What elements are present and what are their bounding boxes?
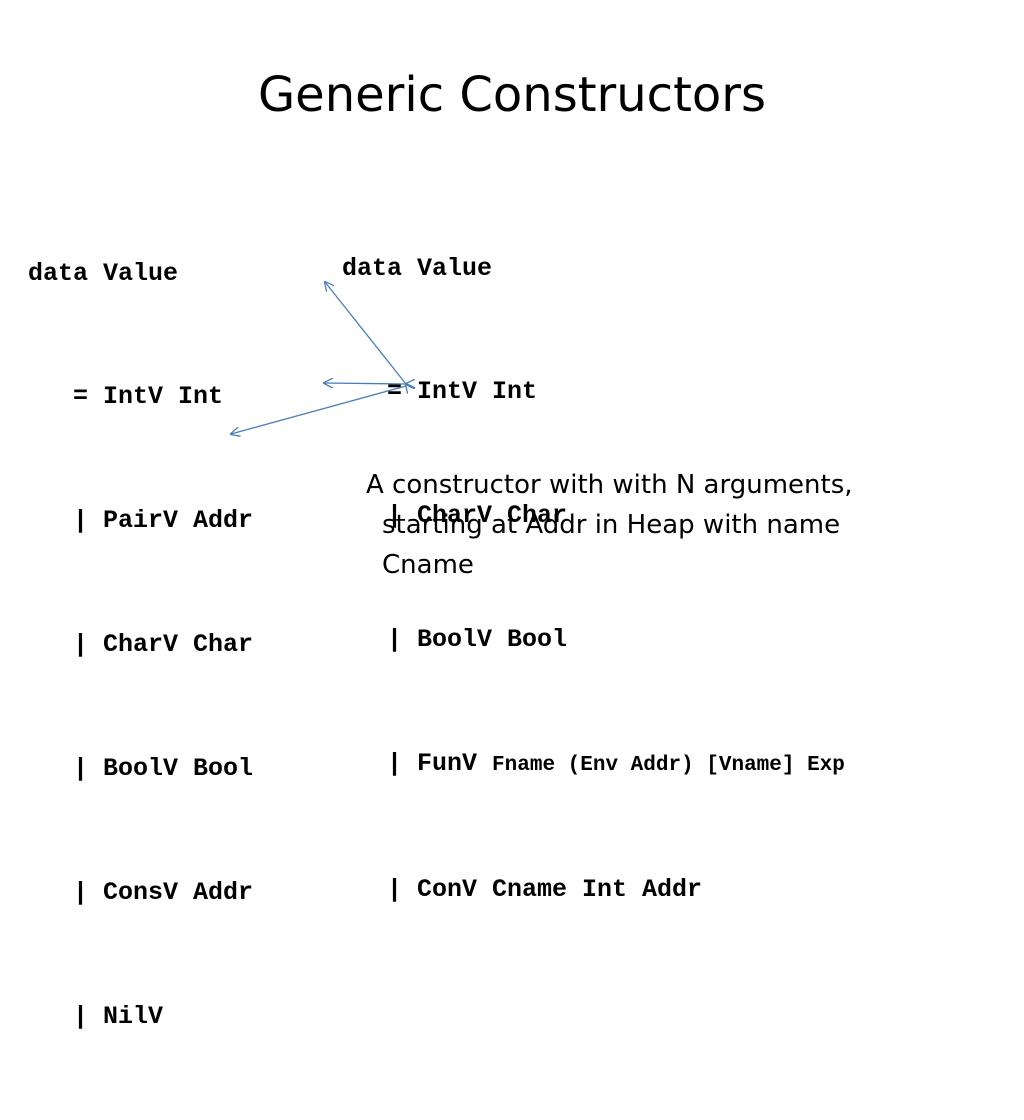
slide-title: Generic Constructors [257, 67, 766, 123]
left-data-declaration: data Value = IntV Int | PairV Addr | Cha… [28, 170, 253, 1120]
code-line: | NilV [28, 1001, 164, 1031]
code-line-rest: Fname (Env Addr) [Vname] Exp [492, 754, 845, 778]
note-line: A constructor with with N arguments, [366, 470, 853, 500]
code-line: data Value [342, 253, 493, 283]
note-line: starting at Addr in Heap with name [382, 510, 841, 540]
code-line: | CharV Char [28, 630, 254, 660]
code-line: = IntV Int [342, 377, 538, 407]
code-line-prefix: | FunV [342, 749, 493, 779]
code-line-funv: | FunV Fname (Env Addr) [Vname] Exp [342, 743, 845, 786]
code-line: | BoolV Bool [28, 754, 254, 784]
explanation-note: A constructor with with N arguments, sta… [366, 465, 966, 585]
code-line: | CharV Char [342, 501, 568, 531]
code-line: = IntV Int [28, 382, 224, 412]
code-line: | BoolV Bool [342, 625, 568, 655]
code-line: | ConV Cname Int Addr [342, 875, 703, 905]
code-line: | ConsV Addr [28, 878, 254, 908]
slide: Generic Constructors data Value = IntV I… [28, 67, 966, 1031]
code-line: data Value [28, 258, 179, 288]
note-line: Cname [382, 550, 474, 580]
code-line: | PairV Addr [28, 506, 254, 536]
